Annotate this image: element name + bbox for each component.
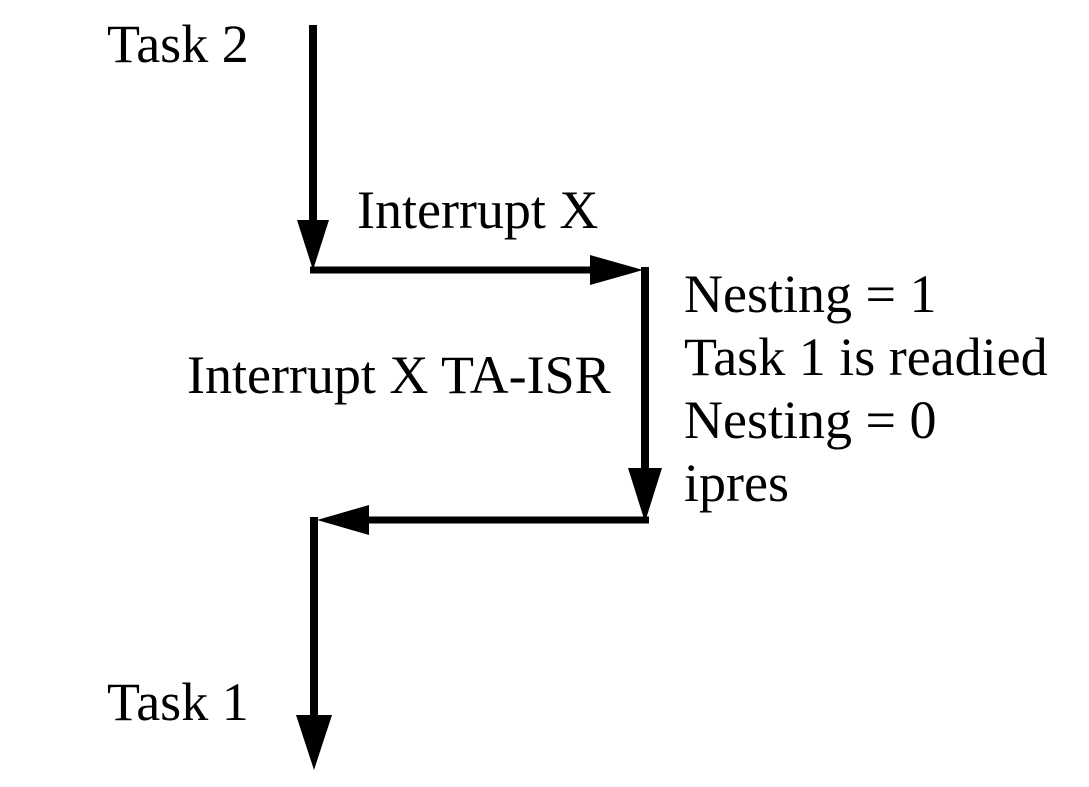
return-to-task-arrow: [317, 505, 649, 535]
interrupt-x-label: Interrupt X: [357, 180, 599, 240]
task1-timeline-arrow: [296, 517, 332, 770]
return-to-task-arrowhead-icon: [317, 505, 369, 535]
isr-annotation-block: Nesting = 1 Task 1 is readied Nesting = …: [684, 263, 1048, 515]
annotation-nesting-0: Nesting = 0: [684, 390, 937, 450]
annotation-nesting-1: Nesting = 1: [684, 264, 937, 324]
interrupt-entry-arrowhead-icon: [590, 255, 643, 285]
task2-timeline-arrowhead-icon: [297, 220, 329, 270]
annotation-task1-readied: Task 1 is readied: [684, 327, 1048, 387]
interrupt-entry-arrow: [310, 255, 643, 285]
annotation-ipres: ipres: [684, 453, 789, 513]
task2-timeline-arrow: [297, 25, 329, 270]
isr-label: Interrupt X TA-ISR: [187, 345, 611, 405]
task2-label: Task 2: [107, 14, 249, 74]
task1-timeline-arrowhead-icon: [296, 715, 332, 770]
isr-timeline-arrow: [628, 267, 662, 522]
isr-timeline-arrowhead-icon: [628, 468, 662, 522]
task1-label: Task 1: [107, 672, 249, 732]
